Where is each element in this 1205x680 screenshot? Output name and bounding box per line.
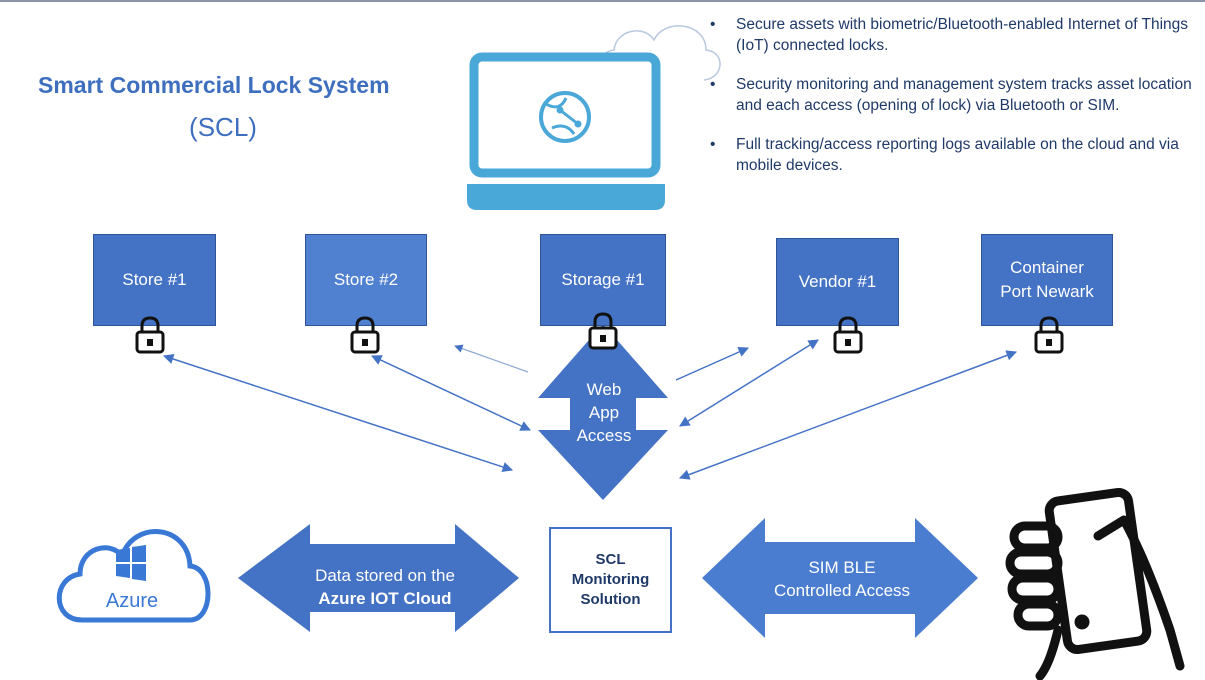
padlock-icon bbox=[833, 316, 863, 354]
feature-item: Security monitoring and management syste… bbox=[708, 74, 1203, 116]
scl-line: Solution bbox=[580, 591, 641, 608]
data-stored-arrow bbox=[238, 524, 519, 632]
location-label: Port Newark bbox=[1000, 282, 1094, 301]
scl-line: SCL bbox=[595, 551, 626, 568]
feature-list: Secure assets with biometric/Bluetooth-e… bbox=[708, 14, 1203, 194]
data-stored-line: Data stored on the bbox=[315, 566, 455, 585]
padlock-icon bbox=[135, 316, 165, 354]
connector-lines bbox=[163, 339, 1017, 480]
location-box-store-1: Store #1 bbox=[93, 234, 216, 326]
padlock-icon bbox=[588, 312, 618, 350]
location-label: Vendor #1 bbox=[798, 272, 877, 291]
sim-ble-line: Controlled Access bbox=[773, 581, 911, 600]
feature-item: Secure assets with biometric/Bluetooth-e… bbox=[708, 14, 1203, 56]
laptop-globe-icon bbox=[467, 52, 665, 210]
location-box-storage-1: Storage #1 bbox=[540, 234, 666, 326]
padlock-icon bbox=[350, 316, 380, 354]
web-access-line: App bbox=[588, 403, 620, 422]
scl-monitoring-box: SCL Monitoring Solution bbox=[549, 527, 672, 633]
top-border bbox=[0, 0, 1205, 2]
sim-ble-arrow bbox=[702, 518, 978, 638]
azure-cloud-windows-icon bbox=[56, 529, 211, 623]
web-app-access-label: Web App Access bbox=[560, 378, 648, 447]
data-stored-label: Data stored on the Azure IOT Cloud bbox=[290, 564, 480, 610]
padlock-icon bbox=[1034, 316, 1064, 354]
location-box-container-port: Container Port Newark bbox=[981, 234, 1113, 326]
scl-line: Monitoring bbox=[571, 571, 650, 588]
page-subtitle: (SCL) bbox=[189, 112, 257, 142]
web-app-access-arrow bbox=[538, 324, 668, 500]
sim-ble-line: SIM BLE bbox=[808, 558, 876, 577]
location-label: Store #1 bbox=[122, 270, 187, 289]
data-stored-line: Azure IOT Cloud bbox=[318, 589, 452, 608]
sim-ble-label: SIM BLE Controlled Access bbox=[752, 556, 932, 602]
location-box-vendor-1: Vendor #1 bbox=[776, 238, 899, 326]
web-access-line: Web bbox=[586, 380, 622, 399]
page-title: Smart Commercial Lock System bbox=[38, 72, 390, 98]
hand-holding-phone-icon bbox=[1005, 487, 1185, 680]
feature-item: Full tracking/access reporting logs avai… bbox=[708, 134, 1203, 176]
location-label: Container bbox=[1010, 258, 1084, 277]
location-label: Storage #1 bbox=[561, 270, 645, 289]
azure-label: Azure bbox=[105, 590, 159, 612]
web-access-line: Access bbox=[576, 426, 632, 445]
location-box-store-2: Store #2 bbox=[305, 234, 427, 326]
location-label: Store #2 bbox=[333, 270, 399, 289]
